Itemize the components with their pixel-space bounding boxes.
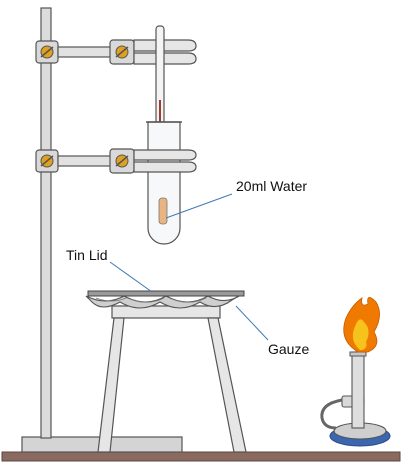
bunsen-burner [320, 351, 391, 447]
gauze [85, 293, 243, 309]
test-tube [146, 121, 182, 245]
sample-in-tube [158, 197, 168, 225]
lower-clamp [35, 148, 197, 174]
upper-clamp [35, 39, 197, 65]
bench [1, 451, 401, 462]
stand-rod [40, 7, 52, 439]
tripod [97, 305, 247, 453]
water-leader-line [165, 193, 233, 219]
lid-leader-line [109, 261, 153, 293]
label-water: 20ml Water [236, 178, 307, 194]
burner-flame [343, 297, 380, 353]
label-tin-lid: Tin Lid [66, 247, 108, 263]
tin-lid [87, 290, 245, 297]
gauze-leader-line [235, 305, 269, 341]
label-gauze: Gauze [268, 341, 309, 357]
